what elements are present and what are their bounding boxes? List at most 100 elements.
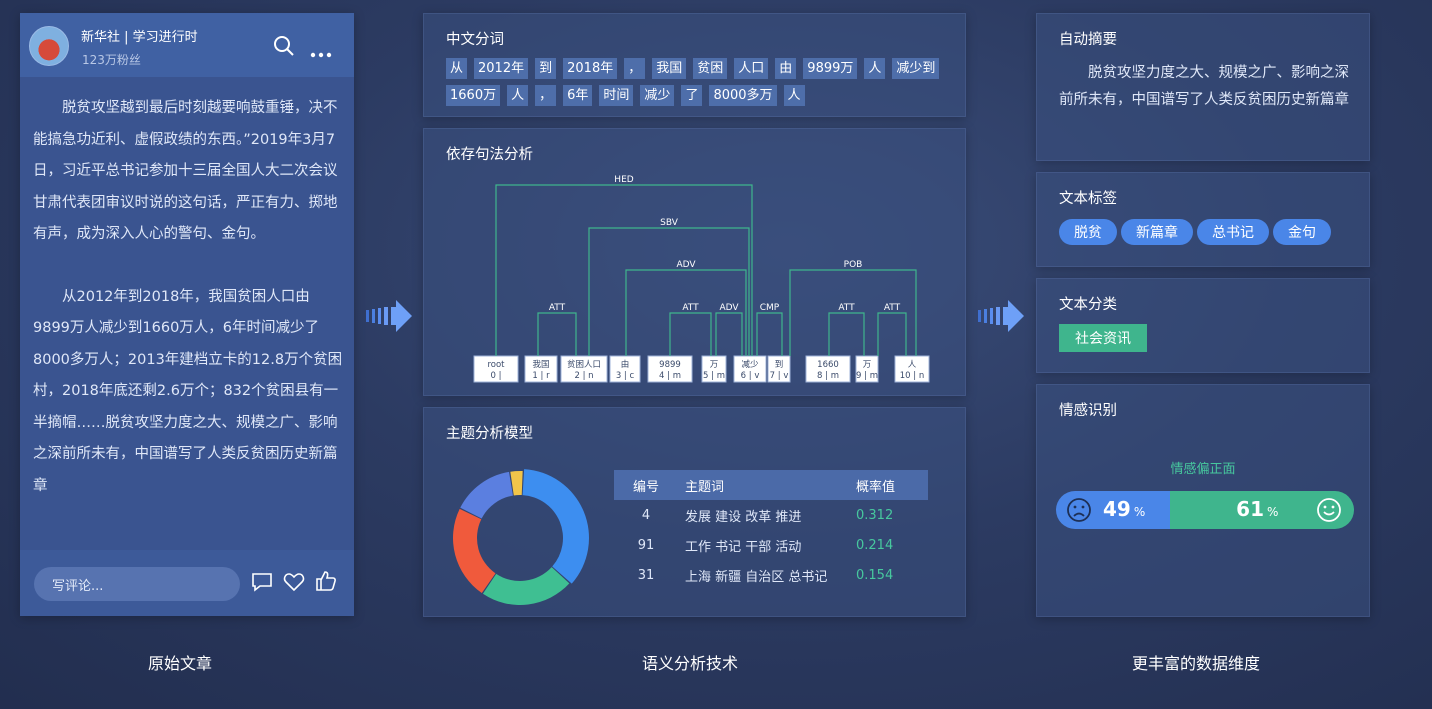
arrow-right-icon — [978, 298, 1026, 334]
token-chip: 人口 — [734, 58, 769, 79]
topic-words: 工作 书记 干部 活动 — [685, 539, 802, 555]
dep-arc: ADV — [715, 303, 743, 356]
topic-words: 上海 新疆 自治区 总书记 — [685, 569, 828, 585]
tag-list: 脱贫 新篇章 总书记 金句 — [1059, 219, 1331, 245]
dep-word: 1660 — [817, 360, 839, 370]
panel-title: 中文分词 — [446, 32, 504, 48]
sentiment-panel: 情感识别 情感偏正面 49% 61% — [1036, 384, 1370, 617]
dep-arc: SBV — [588, 218, 750, 356]
dep-word: 我国 — [532, 359, 549, 370]
dep-node: 万9 | m — [855, 355, 879, 383]
col-header-id: 编号 — [632, 479, 659, 495]
dep-tag: 3 | c — [616, 371, 635, 381]
dep-arc-label: ATT — [549, 303, 566, 313]
tags-panel: 文本标签 脱贫 新篇章 总书记 金句 — [1036, 172, 1370, 267]
dep-arc-label: ATT — [838, 303, 855, 313]
token-chip: 人 — [783, 85, 805, 106]
dep-arc-label: ATT — [884, 303, 901, 313]
like-heart-icon[interactable] — [283, 572, 305, 596]
table-header: 编号 主题词 概率值 — [614, 470, 928, 500]
topic-id: 91 — [637, 537, 655, 553]
dep-node: 我国1 | r — [524, 355, 558, 383]
token-chip: 2012年 — [474, 58, 529, 79]
avatar[interactable] — [29, 26, 69, 66]
panel-title: 自动摘要 — [1059, 32, 1117, 48]
dep-tag: 2 | n — [574, 371, 593, 381]
sentiment-label: 情感偏正面 — [1170, 462, 1236, 477]
token-chip: 6年 — [563, 85, 593, 106]
dep-arc: ATT — [537, 303, 577, 356]
dep-tag: 4 | m — [659, 371, 681, 381]
tag-chip[interactable]: 新篇章 — [1121, 219, 1193, 245]
account-name[interactable]: 新华社 | 学习进行时 — [81, 30, 198, 45]
sentiment-bar: 49% 61% — [1056, 491, 1354, 529]
tag-chip[interactable]: 脱贫 — [1059, 219, 1117, 245]
panel-title: 文本分类 — [1059, 297, 1117, 313]
summary-panel: 自动摘要 脱贫攻坚力度之大、规模之广、影响之深前所未有，中国谱写了人类反贫困历史… — [1036, 13, 1370, 161]
caption-semantic-analysis: 语义分析技术 — [642, 654, 739, 673]
tag-chip[interactable]: 总书记 — [1197, 219, 1269, 245]
topic-table: 编号 主题词 概率值 4 发展 建设 改革 推进 0.312 91 工作 书记 … — [614, 470, 928, 590]
donut-slice — [522, 469, 589, 584]
article-card: 新华社 | 学习进行时 123万粉丝 脱贫攻坚越到最后时刻越要响鼓重锤，决不能搞… — [20, 13, 354, 616]
dep-node: 人10 | n — [894, 355, 930, 383]
tag-chip[interactable]: 金句 — [1273, 219, 1331, 245]
dep-tag: 0 | — [491, 371, 502, 381]
positive-segment: 61% — [1170, 491, 1354, 529]
dep-tag: 6 | v — [741, 371, 760, 381]
comment-icon[interactable] — [251, 572, 273, 596]
dep-arc-label: HED — [614, 175, 633, 185]
topic-prob: 0.154 — [856, 567, 894, 583]
panel-title: 依存句法分析 — [446, 147, 533, 163]
article-paragraph: 从2012年到2018年，我国贫困人口由9899万人减少到1660万人，6年时间… — [33, 288, 343, 494]
negative-percent: 49% — [1103, 497, 1146, 521]
search-icon[interactable] — [273, 35, 295, 61]
caption-data-dimensions: 更丰富的数据维度 — [1132, 654, 1261, 673]
dep-arc: ADV — [625, 260, 747, 356]
table-row: 31 上海 新疆 自治区 总书记 0.154 — [614, 560, 928, 590]
dep-tag: 9 | m — [856, 371, 878, 381]
topic-panel: 主题分析模型 编号 主题词 概率值 4 发展 建设 改革 推进 0.312 91… — [423, 407, 966, 617]
article-header: 新华社 | 学习进行时 123万粉丝 — [20, 13, 354, 77]
token-chip: 人 — [864, 58, 886, 79]
token-chip: 贫困 — [693, 58, 728, 79]
panel-title: 主题分析模型 — [446, 426, 533, 442]
comment-input[interactable]: 写评论... — [34, 567, 240, 601]
donut-slice — [482, 567, 570, 605]
dep-tag: 10 | n — [900, 371, 924, 381]
token-chip: ， — [535, 85, 557, 106]
arrow-right-icon — [366, 298, 414, 334]
dep-arc-label: SBV — [660, 218, 679, 228]
thumbs-up-icon[interactable] — [315, 570, 337, 596]
smile-face-icon — [1316, 497, 1342, 527]
dep-word: 由 — [621, 359, 630, 370]
dep-word: 万 — [863, 360, 872, 370]
dep-tag: 1 | r — [532, 371, 550, 381]
article-footer: 写评论... — [20, 550, 354, 616]
fans-count: 123万粉丝 — [82, 53, 141, 67]
dep-arc-label: ATT — [682, 303, 699, 313]
token-chip: 2018年 — [563, 58, 618, 79]
token-chip: ， — [624, 58, 646, 79]
dep-arc: CMP — [756, 303, 783, 356]
dep-word: 9899 — [659, 360, 681, 370]
topic-words: 发展 建设 改革 推进 — [685, 509, 802, 525]
dep-arc: POB — [789, 260, 917, 356]
dep-arc-label: ADV — [676, 260, 696, 270]
token-chip: 1660万 — [446, 85, 501, 106]
table-row: 91 工作 书记 干部 活动 0.214 — [614, 530, 928, 560]
table-row: 4 发展 建设 改革 推进 0.312 — [614, 500, 928, 530]
topic-id: 4 — [641, 507, 651, 523]
dep-arc: ATT — [877, 303, 907, 356]
more-icon[interactable] — [310, 43, 332, 62]
topic-prob: 0.214 — [856, 537, 894, 553]
donut-slice — [510, 471, 523, 496]
dep-word: root — [487, 360, 505, 370]
